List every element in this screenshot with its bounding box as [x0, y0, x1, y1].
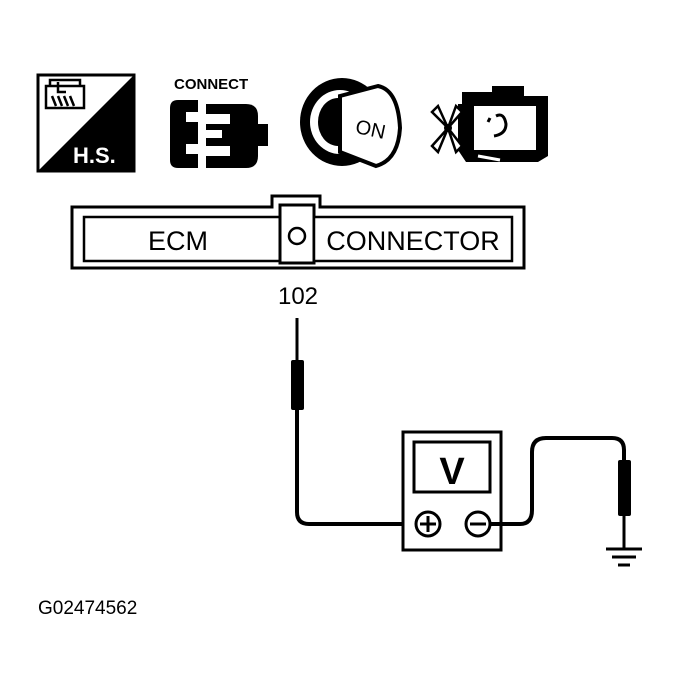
ecm-label: ECM: [148, 226, 208, 256]
connect-icon: CONNECT: [170, 76, 268, 168]
hood-switch-label: H.S.: [73, 143, 116, 168]
positive-terminal-icon: [414, 510, 442, 538]
negative-terminal-icon: [464, 510, 492, 538]
terminal-number: 102: [278, 283, 318, 310]
positive-probe: [291, 318, 404, 526]
hood-switch-icon: H.S.: [36, 73, 136, 173]
connect-label: CONNECT: [174, 76, 248, 93]
voltmeter: V: [401, 430, 503, 552]
ecm-connector: ECM CONNECTOR 102: [70, 194, 526, 310]
engine-running-icon: [430, 86, 548, 162]
figure-id: G02474562: [38, 598, 137, 619]
meter-mode-label: V: [439, 451, 465, 493]
meter-display: [412, 440, 492, 494]
negative-probe: [490, 436, 631, 548]
ignition-on-icon: ON: [300, 78, 403, 169]
connector-label: CONNECTOR: [326, 226, 500, 256]
ground-icon: [606, 547, 642, 567]
terminal-pin: [287, 226, 307, 246]
